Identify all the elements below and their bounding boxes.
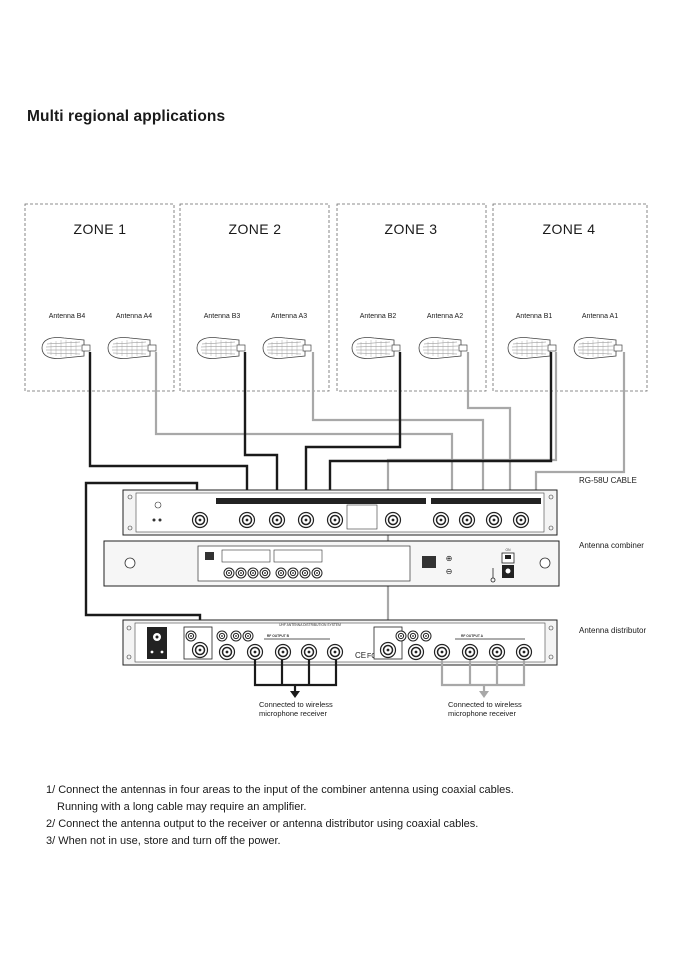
- output-b-bracket: [253, 660, 338, 698]
- bnc-connector: [384, 511, 402, 529]
- antenna-label: Antenna A2: [427, 313, 463, 320]
- bnc-connector: [235, 567, 247, 579]
- bnc-connector: [274, 643, 292, 661]
- antenna-label: Antenna A1: [582, 313, 618, 320]
- bnc-connector: [297, 511, 315, 529]
- bnc-connector: [218, 643, 236, 661]
- antenna-label: Antenna B4: [49, 313, 86, 320]
- connected-a-label: Connected to wireless: [448, 700, 522, 709]
- instruction-line: 2/ Connect the antenna output to the rec…: [46, 818, 479, 830]
- antenna-label: Antenna B1: [516, 313, 553, 320]
- zone-label: ZONE 1: [74, 221, 127, 237]
- antenna-icon: [418, 337, 468, 359]
- bnc-connector: [275, 567, 287, 579]
- zone-4: ZONE 4 Antenna B1 Antenna A1: [492, 203, 648, 392]
- bnc-connector: [458, 511, 476, 529]
- combiner-label: Antenna combiner: [579, 541, 644, 550]
- output-a-bracket: [440, 660, 526, 698]
- bnc-connector: [191, 511, 209, 529]
- bnc-connector: [185, 630, 197, 642]
- antenna-label: Antenna A4: [116, 313, 152, 320]
- bnc-connector: [247, 567, 259, 579]
- bnc-connector: [379, 641, 397, 659]
- bnc-connector: [300, 643, 318, 661]
- bnc-connector: [223, 567, 235, 579]
- bnc-connector: [216, 630, 228, 642]
- zone-label: ZONE 2: [229, 221, 282, 237]
- bnc-connector: [432, 511, 450, 529]
- zone-2: ZONE 2 Antenna B3 Antenna A3: [179, 203, 330, 392]
- bnc-connector: [268, 511, 286, 529]
- connected-a-label: microphone receiver: [448, 709, 516, 718]
- minus-icon: ⊖: [446, 567, 453, 576]
- bnc-connector: [420, 630, 432, 642]
- bnc-connector: [230, 630, 242, 642]
- bnc-connector: [299, 567, 311, 579]
- bnc-connector: [326, 643, 344, 661]
- bnc-connector: [515, 643, 533, 661]
- instructions: 1/ Connect the antennas in four areas to…: [46, 782, 514, 850]
- instruction-line: Running with a long cable may require an…: [57, 801, 307, 813]
- bnc-connector: [407, 643, 425, 661]
- connected-b-label: microphone receiver: [259, 709, 327, 718]
- ce-mark: CE: [355, 651, 366, 660]
- bnc-connector: [461, 643, 479, 661]
- zone-3: ZONE 3 Antenna B2 Antenna A2: [336, 203, 487, 392]
- bnc-connector: [311, 567, 323, 579]
- antenna-icon: [507, 337, 557, 359]
- bnc-connector: [287, 567, 299, 579]
- bnc-connector: [238, 511, 256, 529]
- cable-label: RG-58U CABLE: [579, 476, 637, 485]
- bnc-connector: [246, 643, 264, 661]
- antenna-icon: [262, 337, 312, 359]
- bnc-connector: [395, 630, 407, 642]
- connected-b-label: Connected to wireless: [259, 700, 333, 709]
- bnc-connector: [242, 630, 254, 642]
- distribution-system-label: UHF ANTENNA DISTRIBUTION SYSTEM: [279, 623, 341, 627]
- bnc-connector: [512, 511, 530, 529]
- rf-output-a-label: RF OUTPUT A: [461, 634, 484, 638]
- bnc-connector: [488, 643, 506, 661]
- zone-label: ZONE 3: [385, 221, 438, 237]
- zone-1: ZONE 1 Antenna B4 Antenna A4: [24, 203, 175, 392]
- bnc-connector: [326, 511, 344, 529]
- power-label: ON: [506, 548, 512, 552]
- combiner-rear-panel: ⊕ ⊖ ON: [103, 540, 560, 587]
- antenna-icon: [107, 337, 157, 359]
- antenna-icon: [573, 337, 623, 359]
- page-title: Multi regional applications: [27, 108, 226, 125]
- instruction-line: 3/ When not in use, store and turn off t…: [46, 835, 281, 847]
- antenna-label: Antenna A3: [271, 313, 307, 320]
- distributor-panel: UHF ANTENNA DISTRIBUTION SYSTEM RF OUTPU…: [122, 619, 558, 666]
- bnc-connector: [259, 567, 271, 579]
- antenna-label: Antenna B3: [204, 313, 241, 320]
- zone-label: ZONE 4: [543, 221, 596, 237]
- antenna-icon: [196, 337, 246, 359]
- fcc-mark: FC: [367, 653, 376, 660]
- antenna-icon: [351, 337, 401, 359]
- antenna-icon: [41, 337, 91, 359]
- bnc-connector: [433, 643, 451, 661]
- plus-icon: ⊕: [446, 554, 453, 563]
- bnc-connector: [407, 630, 419, 642]
- antenna-label: Antenna B2: [360, 313, 397, 320]
- bnc-connector: [485, 511, 503, 529]
- combiner-front-panel: [122, 489, 558, 536]
- rf-output-b-label: RF OUTPUT B: [267, 634, 290, 638]
- bnc-connector: [191, 641, 209, 659]
- instruction-line: 1/ Connect the antennas in four areas to…: [46, 784, 514, 796]
- distributor-label: Antenna distributor: [579, 626, 646, 635]
